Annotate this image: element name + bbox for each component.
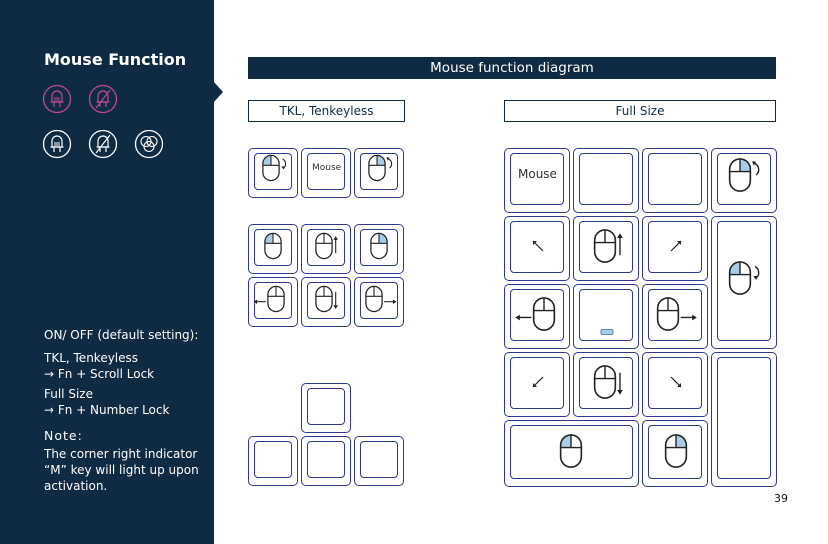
numpad-key-right-click-hold <box>711 148 777 213</box>
tkl-key-left-click-hold <box>248 148 298 198</box>
tkl-key-arrow-right <box>354 436 404 486</box>
tkl-key-arrow-left <box>248 436 298 486</box>
note-line: “M” key will light up upon <box>44 463 199 477</box>
numpad-key-5-indicator <box>573 284 639 349</box>
numpad-key-6-right <box>642 284 708 349</box>
tkl-label: TKL, Tenkeyless <box>44 351 139 365</box>
mouse-up-icon <box>315 232 338 260</box>
numpad-key-plus-left-click-hold <box>711 216 777 349</box>
tkl-shortcut: → Fn + Scroll Lock <box>44 367 155 381</box>
led-off-icon <box>88 129 118 159</box>
onoff-heading: ON/ OFF (default setting): <box>44 328 199 342</box>
mouse-icon <box>370 232 388 260</box>
mouse-key-label: Mouse <box>518 167 557 181</box>
numpad-key-1-down-left <box>504 352 570 417</box>
tkl-key-move-right <box>354 277 404 327</box>
sidebar-title: Mouse Function <box>44 50 187 69</box>
numpad-key-8-up <box>573 216 639 281</box>
mouse-icon <box>264 232 282 260</box>
tkl-section-label: TKL, Tenkeyless <box>248 100 405 122</box>
mouse-down-icon <box>593 365 623 399</box>
tkl-key-left-click <box>248 224 298 274</box>
numpad-key-0-left-click <box>504 420 639 487</box>
numpad-key-2-down <box>573 352 639 417</box>
arrow-up-right-icon <box>670 240 682 252</box>
full-label: Full Size <box>44 387 93 401</box>
led-on-icon <box>42 84 72 114</box>
mouse-icon <box>728 261 760 295</box>
led-icon-row-1 <box>42 84 118 114</box>
tkl-key-arrow-up <box>301 383 351 433</box>
led-icon-row-2 <box>42 129 164 159</box>
full-shortcut: → Fn + Number Lock <box>44 403 170 417</box>
arrow-down-left-icon <box>532 376 544 388</box>
full-shortcut-block: Full Size → Fn + Number Lock <box>44 386 169 418</box>
tkl-key-arrow-down <box>301 436 351 486</box>
diagram-title: Mouse function diagram <box>248 57 776 79</box>
indicator-led-icon <box>600 329 614 335</box>
mouse-icon <box>664 434 688 468</box>
led-off-icon <box>88 84 118 114</box>
full-section-label: Full Size <box>504 100 776 122</box>
mouse-right-icon <box>656 297 697 331</box>
arrow-down-right-icon <box>670 376 682 388</box>
tkl-key-mouse-toggle: Mouse <box>301 148 351 198</box>
mouse-down-icon <box>315 285 338 313</box>
tkl-key-right-click-hold <box>354 148 404 198</box>
mouse-icon <box>262 154 287 182</box>
note-label: Note: <box>44 428 83 443</box>
numpad-key-enter <box>711 352 777 487</box>
numpad-key-mouse-toggle: Mouse <box>504 148 570 213</box>
sidebar-pointer <box>214 82 223 102</box>
numpad-key-7-up-left <box>504 216 570 281</box>
tkl-shortcut-block: TKL, Tenkeyless → Fn + Scroll Lock <box>44 350 154 382</box>
mouse-right-icon <box>365 285 397 313</box>
note-text: The corner right indicator “M” key will … <box>44 446 199 494</box>
numpad-key-dot-right-click <box>642 420 708 487</box>
page-number: 39 <box>774 492 788 505</box>
tkl-key-move-up <box>301 224 351 274</box>
mouse-icon <box>368 154 393 182</box>
arrow-up-left-icon <box>532 240 544 252</box>
note-line: activation. <box>44 479 108 493</box>
mouse-left-icon <box>253 285 285 313</box>
numpad-key-3-down-right <box>642 352 708 417</box>
tkl-key-move-down <box>301 277 351 327</box>
numpad-key-4-left <box>504 284 570 349</box>
note-line: The corner right indicator <box>44 447 198 461</box>
mouse-up-icon <box>593 229 623 263</box>
mouse-icon <box>728 158 760 192</box>
sidebar <box>0 0 214 544</box>
numpad-key-9-up-right <box>642 216 708 281</box>
led-on-icon <box>42 129 72 159</box>
tkl-key-move-left <box>248 277 298 327</box>
mouse-key-label: Mouse <box>312 163 342 173</box>
rgb-led-icon <box>134 129 164 159</box>
tkl-key-right-click <box>354 224 404 274</box>
mouse-icon <box>559 434 583 468</box>
numpad-key-multiply <box>642 148 708 213</box>
mouse-left-icon <box>515 297 556 331</box>
numpad-key-divide <box>573 148 639 213</box>
